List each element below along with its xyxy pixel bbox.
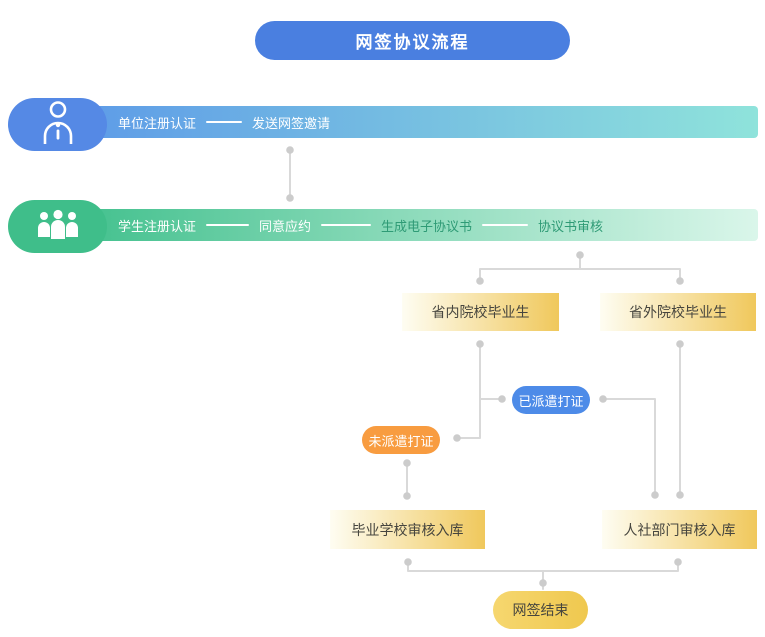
unit-icon-blob bbox=[8, 98, 107, 151]
person-icon bbox=[38, 100, 78, 149]
flow-dash bbox=[206, 224, 250, 226]
pill-not-dispatched: 未派遣打证 bbox=[362, 426, 440, 454]
student-row-bar: 学生注册认证 同意应约 生成电子协议书 协议书审核 bbox=[55, 209, 758, 241]
box-hr-review: 人社部门审核入库 bbox=[602, 510, 757, 549]
pill-label: 已派遣打证 bbox=[518, 393, 584, 409]
box-school-review: 毕业学校审核入库 bbox=[330, 510, 485, 549]
pill-end: 网签结束 bbox=[493, 591, 588, 629]
box-in-province-graduates: 省内院校毕业生 bbox=[402, 293, 559, 331]
student-label-register: 学生注册认证 bbox=[118, 218, 197, 234]
flow-dash bbox=[482, 224, 529, 226]
student-label-review: 协议书审核 bbox=[538, 218, 604, 234]
flow-dash bbox=[321, 224, 372, 226]
pill-dispatched: 已派遣打证 bbox=[512, 386, 590, 414]
group-icon bbox=[36, 209, 80, 244]
student-label-generate: 生成电子协议书 bbox=[381, 218, 473, 234]
box-label: 毕业学校审核入库 bbox=[351, 521, 464, 538]
unit-label-invite: 发送网签邀请 bbox=[252, 115, 331, 131]
pill-label: 网签结束 bbox=[512, 602, 569, 618]
unit-label-register: 单位注册认证 bbox=[118, 115, 197, 131]
student-label-accept: 同意应约 bbox=[259, 218, 312, 234]
box-label: 人社部门审核入库 bbox=[623, 521, 736, 538]
student-icon-blob bbox=[8, 200, 107, 253]
page-title: 网签协议流程 bbox=[355, 33, 470, 52]
unit-row-bar: 单位注册认证 发送网签邀请 bbox=[55, 106, 758, 138]
unit-row-labels: 单位注册认证 发送网签邀请 bbox=[55, 113, 330, 132]
box-label: 省外院校毕业生 bbox=[629, 304, 727, 320]
title-pill: 网签协议流程 bbox=[255, 21, 570, 60]
box-label: 省内院校毕业生 bbox=[431, 304, 530, 320]
student-row-labels: 学生注册认证 同意应约 生成电子协议书 协议书审核 bbox=[55, 216, 603, 235]
pill-label: 未派遣打证 bbox=[368, 433, 434, 449]
flow-dash bbox=[206, 121, 243, 123]
box-out-province-graduates: 省外院校毕业生 bbox=[600, 293, 756, 331]
